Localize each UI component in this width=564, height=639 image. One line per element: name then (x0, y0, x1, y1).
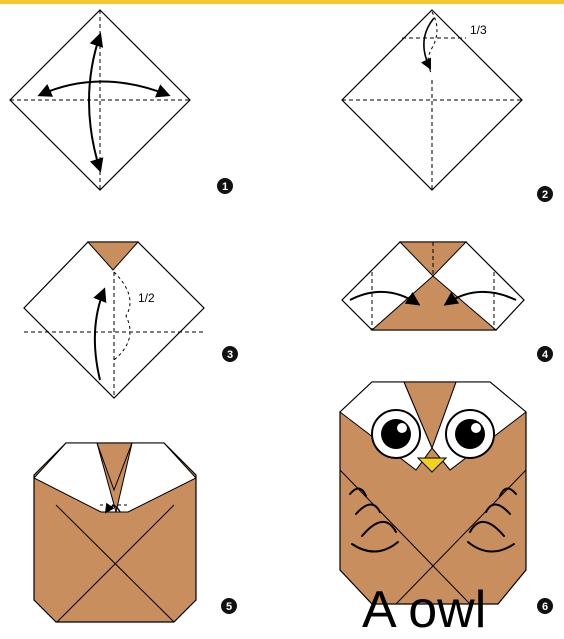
owl-eye-right-pupil (455, 419, 485, 449)
step-2-fold-label: 1/3 (470, 23, 487, 37)
step-2: 1/3 (342, 10, 522, 190)
svg-text:6: 6 (542, 601, 548, 613)
owl-eye-left-pupil (381, 419, 411, 449)
step-badge-4: 4 (537, 346, 553, 362)
step-4 (342, 242, 524, 330)
step-2-paper (342, 10, 522, 190)
step-badge-6: 6 (537, 598, 553, 614)
step-badge-3: 3 (222, 346, 238, 362)
svg-text:4: 4 (542, 349, 549, 361)
step-3: 1/2 (24, 242, 204, 398)
svg-text:5: 5 (226, 601, 232, 613)
step-badge-1: 1 (217, 178, 233, 194)
svg-text:2: 2 (542, 189, 548, 201)
step-3-fold-label: 1/2 (138, 291, 155, 305)
owl-eye-right-shine (471, 423, 481, 433)
owl-eye-left-shine (397, 423, 407, 433)
svg-text:1: 1 (222, 181, 228, 193)
step-badge-5: 5 (221, 598, 237, 614)
step-5 (34, 443, 196, 622)
svg-text:3: 3 (227, 349, 233, 361)
diagram-title: A owl (362, 582, 486, 638)
step-1 (10, 10, 190, 190)
step-badge-2: 2 (537, 186, 553, 202)
step-6 (340, 382, 526, 604)
